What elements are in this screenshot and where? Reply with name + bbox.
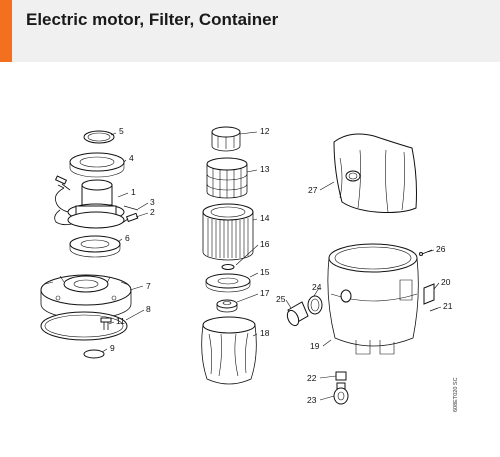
part-27-dust-bag (333, 133, 417, 213)
part-labels: 5 4 1 3 2 6 7 8 11 9 12 13 14 16 15 17 1… (110, 126, 459, 412)
part-16-clip (221, 264, 235, 270)
part-5-ring (83, 130, 115, 144)
part-24-ring (307, 295, 323, 315)
drawing-code: 608ET020 SC (453, 377, 459, 412)
label-part-25: 25 (276, 294, 286, 304)
exploded-parts-diagram: 5 4 1 3 2 6 7 8 11 9 12 13 14 16 15 17 1… (40, 126, 459, 412)
label-part-14: 14 (260, 213, 270, 223)
label-part-22: 22 (307, 373, 317, 383)
part-8-o-ring (40, 311, 128, 341)
brand-accent-bar (0, 0, 12, 62)
part-20-plate (423, 283, 435, 305)
label-part-4: 4 (129, 153, 134, 163)
label-part-24: 24 (312, 282, 322, 292)
part-9-disc (83, 349, 105, 359)
label-part-23: 23 (307, 395, 317, 405)
part-14-cartridge-filter (202, 203, 254, 261)
part-1-electric-motor (54, 175, 125, 229)
label-part-5: 5 (119, 126, 124, 136)
label-part-2: 2 (150, 207, 155, 217)
label-part-11: 11 (116, 316, 125, 326)
page-header (0, 0, 500, 62)
part-21-screw (429, 307, 439, 312)
page-title: Electric motor, Filter, Container (26, 10, 279, 29)
label-part-3: 3 (150, 197, 155, 207)
label-part-6: 6 (125, 233, 130, 243)
leader-lines (101, 131, 442, 401)
part-15-filter-disc (205, 273, 251, 293)
part-19-container (327, 243, 419, 355)
label-part-17: 17 (260, 288, 270, 298)
part-12-cap (211, 126, 241, 152)
part-18-filter-bag (201, 316, 257, 385)
part-26-screw (419, 249, 433, 256)
label-part-26: 26 (436, 244, 446, 254)
label-part-8: 8 (146, 304, 151, 314)
label-part-12: 12 (260, 126, 270, 136)
label-part-19: 19 (310, 341, 320, 351)
label-part-13: 13 (260, 164, 270, 174)
label-part-18: 18 (260, 328, 270, 338)
label-part-16: 16 (260, 239, 270, 249)
part-23-castor (333, 382, 349, 405)
part-25-inlet-socket (286, 301, 309, 327)
label-part-1: 1 (131, 187, 136, 197)
part-11-screws (100, 317, 112, 330)
label-part-9: 9 (110, 343, 115, 353)
label-part-21: 21 (443, 301, 453, 311)
part-17-nut (216, 299, 238, 313)
part-7-motor-housing (40, 274, 132, 320)
part-2-3-screws (121, 205, 139, 224)
part-6-seal (69, 235, 121, 258)
label-part-7: 7 (146, 281, 151, 291)
part-13-filter-cage (206, 157, 248, 199)
label-part-27: 27 (308, 185, 318, 195)
label-part-20: 20 (441, 277, 451, 287)
part-22-bracket (335, 371, 347, 381)
label-part-15: 15 (260, 267, 270, 277)
part-4-gasket (69, 152, 125, 178)
